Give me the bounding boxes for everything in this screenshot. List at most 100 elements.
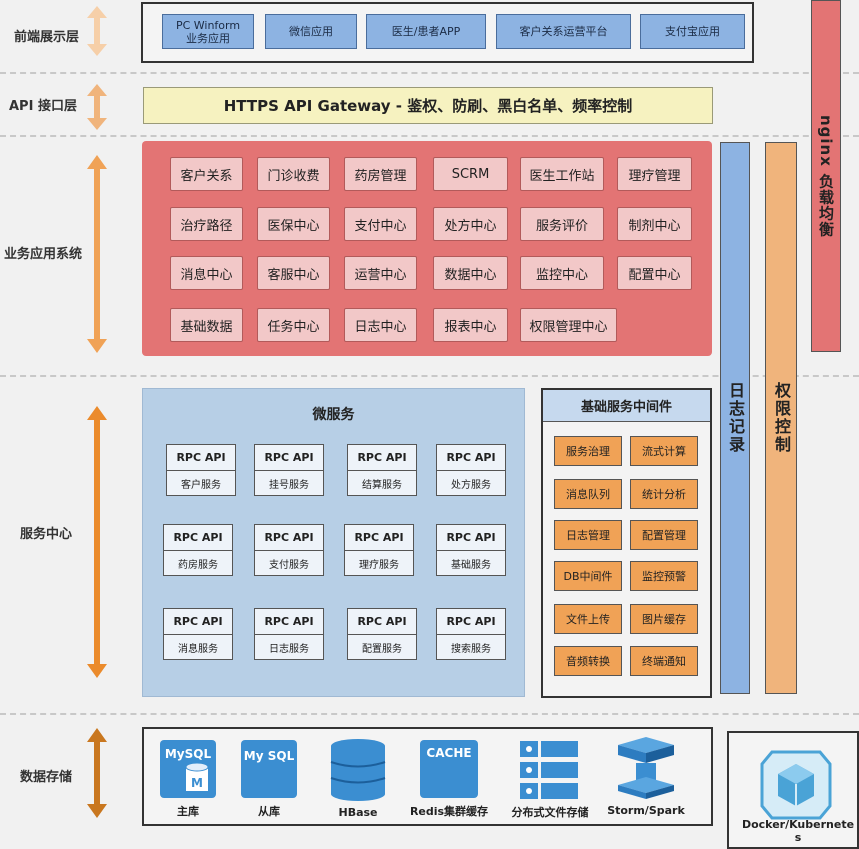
- storage-label-storm: Storm/Spark: [607, 804, 685, 817]
- rpc-service-name: 配置服务: [362, 644, 402, 655]
- rpc-service: RPC API 支付服务: [254, 524, 324, 576]
- mysql-master-letter: M: [191, 776, 203, 790]
- rpc-service-name: 支付服务: [269, 560, 309, 571]
- layer-label-api: API 接口层: [9, 99, 77, 114]
- microservice-title: 微服务: [312, 407, 355, 423]
- middleware-item: 统计分析: [630, 479, 698, 509]
- frontend-app: 支付宝应用: [640, 14, 745, 49]
- storage-label-master: 主库: [177, 805, 199, 818]
- business-module: 治疗路径: [170, 207, 243, 241]
- business-module: 制剂中心: [617, 207, 692, 241]
- rpc-label: RPC API: [164, 525, 232, 551]
- frontend-app: 客户关系运营平台: [496, 14, 631, 49]
- storage-label-dfs: 分布式文件存储: [511, 806, 589, 819]
- business-module: 权限管理中心: [520, 308, 617, 342]
- business-module: 基础数据: [170, 308, 243, 342]
- logging-bar: 日志记录: [720, 142, 750, 694]
- mysql-master-icon: MySQL M: [160, 740, 216, 798]
- rpc-label: RPC API: [348, 445, 416, 471]
- rpc-service-name: 消息服务: [178, 644, 218, 655]
- rpc-service-name: 日志服务: [269, 644, 309, 655]
- rpc-service-name: 结算服务: [362, 480, 402, 491]
- rpc-service-name: 理疗服务: [359, 560, 399, 571]
- rpc-service: RPC API 搜索服务: [436, 608, 506, 660]
- business-module: 支付中心: [344, 207, 417, 241]
- rpc-service: RPC API 结算服务: [347, 444, 417, 496]
- business-module: 药房管理: [344, 157, 417, 191]
- rpc-label: RPC API: [345, 525, 413, 551]
- hbase-icon: [330, 739, 386, 801]
- divider: [0, 72, 859, 74]
- divider: [0, 375, 859, 377]
- business-module: 客户关系: [170, 157, 243, 191]
- middleware-item: 监控预警: [630, 561, 698, 591]
- middleware-item: 日志管理: [554, 520, 622, 550]
- business-module: 数据中心: [433, 256, 508, 290]
- middleware-item: 流式计算: [630, 436, 698, 466]
- rpc-service-name: 处方服务: [451, 480, 491, 491]
- business-module: 消息中心: [170, 256, 243, 290]
- business-module: SCRM: [433, 157, 508, 191]
- double-arrow-icon: [87, 155, 107, 353]
- business-module: 日志中心: [344, 308, 417, 342]
- rpc-service-name: 搜索服务: [451, 644, 491, 655]
- business-module: 处方中心: [433, 207, 508, 241]
- rpc-service-name: 基础服务: [451, 560, 491, 571]
- business-module: 运营中心: [344, 256, 417, 290]
- nginx-bar: nginx 负载均衡: [811, 0, 841, 352]
- business-module: 门诊收费: [257, 157, 330, 191]
- storm-spark-icon: [618, 737, 674, 799]
- docker-kubernetes-icon: [760, 750, 832, 820]
- mysql-slave-icon: My SQL: [241, 740, 297, 798]
- storage-label-slave: 从库: [258, 805, 280, 818]
- frontend-app: PC Winform 业务应用: [162, 14, 254, 49]
- business-module: 任务中心: [257, 308, 330, 342]
- business-module: 医生工作站: [520, 157, 604, 191]
- middleware-item: 音频转换: [554, 646, 622, 676]
- layer-label-storage: 数据存储: [20, 770, 73, 785]
- layer-label-business: 业务应用系统: [4, 247, 83, 262]
- cache-icon: CACHE: [420, 740, 478, 798]
- rpc-service: RPC API 日志服务: [254, 608, 324, 660]
- middleware-item: 图片缓存: [630, 604, 698, 634]
- permission-bar: 权限控制: [765, 142, 797, 694]
- business-module: 医保中心: [257, 207, 330, 241]
- middleware-item: 服务治理: [554, 436, 622, 466]
- middleware-item: DB中间件: [554, 561, 622, 591]
- business-module: 监控中心: [520, 256, 604, 290]
- docker-label: Docker/Kubernetes: [741, 818, 855, 844]
- mysql-master-icon-label: MySQL: [165, 747, 212, 761]
- rpc-label: RPC API: [437, 609, 505, 635]
- middleware-item: 文件上传: [554, 604, 622, 634]
- rpc-label: RPC API: [255, 445, 323, 471]
- api-gateway: HTTPS API Gateway - 鉴权、防刷、黑白名单、频率控制: [143, 87, 713, 124]
- cache-icon-label: CACHE: [426, 746, 471, 760]
- business-module: 客服中心: [257, 256, 330, 290]
- middleware-item: 配置管理: [630, 520, 698, 550]
- rpc-label: RPC API: [255, 525, 323, 551]
- storage-label-hbase: HBase: [338, 806, 378, 819]
- layer-label-frontend: 前端展示层: [14, 30, 80, 45]
- rpc-service: RPC API 理疗服务: [344, 524, 414, 576]
- rpc-label: RPC API: [164, 609, 232, 635]
- double-arrow-icon: [87, 6, 107, 56]
- double-arrow-icon: [87, 406, 107, 678]
- mysql-slave-icon-label: My SQL: [244, 749, 295, 763]
- middleware-item: 消息队列: [554, 479, 622, 509]
- rpc-label: RPC API: [255, 609, 323, 635]
- file-storage-icon: [520, 741, 578, 799]
- rpc-service-name: 客户服务: [181, 480, 221, 491]
- rpc-service-name: 药房服务: [178, 560, 218, 571]
- rpc-service: RPC API 基础服务: [436, 524, 506, 576]
- business-module: 理疗管理: [617, 157, 692, 191]
- business-module: 配置中心: [617, 256, 692, 290]
- rpc-label: RPC API: [437, 525, 505, 551]
- divider: [0, 713, 859, 715]
- frontend-app: 医生/患者APP: [366, 14, 486, 49]
- business-module: 报表中心: [433, 308, 508, 342]
- business-module: 服务评价: [520, 207, 604, 241]
